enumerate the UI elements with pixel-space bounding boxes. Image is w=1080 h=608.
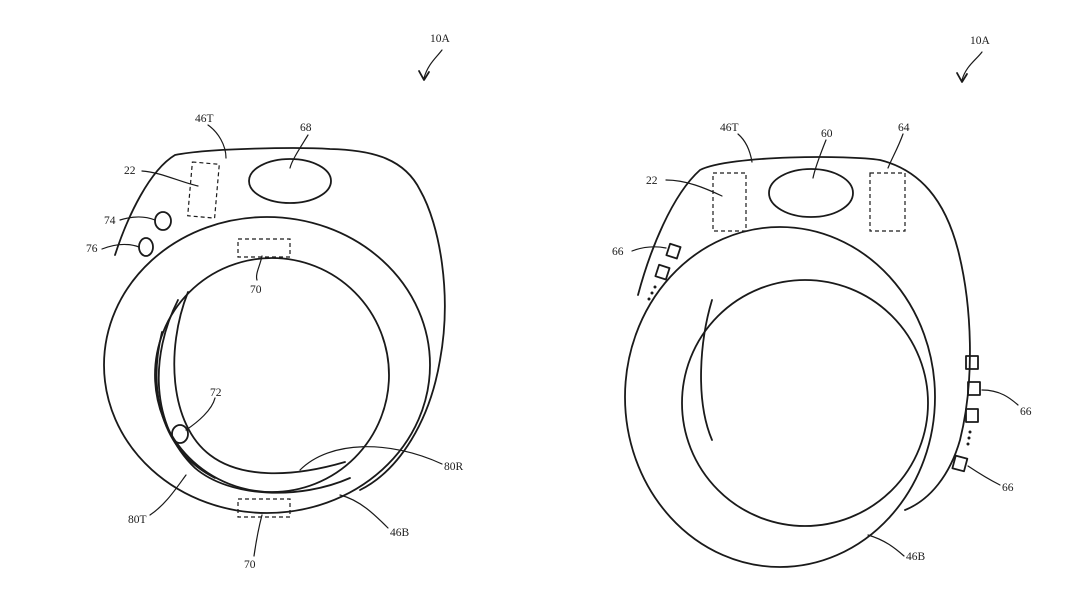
right-ref-arrow-shaft: [961, 51, 983, 81]
right-ref-arrow-head: [956, 72, 968, 83]
label-22-left: 22: [124, 165, 136, 177]
left-button-74: [154, 211, 172, 231]
left-component-22: [187, 161, 220, 219]
label-66-right-upper: 66: [1020, 406, 1032, 418]
leader-80R: [299, 446, 443, 471]
label-68: 68: [300, 122, 312, 134]
label-70-bottom: 70: [244, 559, 256, 571]
right-ref-label: 10A: [970, 35, 991, 47]
leader-76: [101, 243, 140, 250]
right-sensor-60: [768, 168, 854, 218]
right-inner-lip: [700, 299, 713, 441]
leader-46T-left: [207, 124, 227, 159]
leader-70-top: [255, 255, 263, 281]
label-66-left: 66: [612, 246, 624, 258]
right-ring-drawing: 10A: [612, 35, 1032, 568]
right-dot-right-2: [967, 436, 971, 440]
leader-72: [185, 397, 216, 431]
leader-46B-left: [339, 494, 389, 529]
left-sensor-68: [248, 158, 332, 204]
left-sensor-70-bottom: [237, 498, 291, 518]
leader-66-left: [631, 246, 667, 252]
right-ring-outer: [624, 226, 936, 568]
leader-46B-right: [867, 534, 905, 557]
left-ref-label: 10A: [430, 33, 451, 45]
left-inner-lip: [155, 331, 216, 479]
left-ring-outer: [103, 216, 431, 514]
label-60: 60: [821, 128, 833, 140]
left-top-housing-outline: [114, 147, 446, 491]
leader-80T: [149, 474, 187, 516]
right-dot-left-1: [653, 285, 657, 289]
left-element-72: [171, 424, 189, 444]
leader-74: [119, 216, 156, 221]
right-ring-inner-bore: [681, 279, 929, 527]
label-46B-left: 46B: [390, 527, 410, 539]
leader-60: [812, 139, 827, 179]
left-ref-arrow-head: [418, 70, 430, 81]
leader-66-right-upper: [981, 389, 1019, 406]
label-72: 72: [210, 387, 222, 399]
left-inner-edge-80R: [173, 291, 346, 475]
label-46T-right: 46T: [720, 122, 739, 134]
right-dot-right-3: [966, 442, 970, 446]
label-70-top: 70: [250, 284, 262, 296]
right-dot-right-1: [968, 430, 972, 434]
label-46B-right: 46B: [906, 551, 926, 563]
right-component-22: [712, 172, 747, 232]
leader-70-bottom: [253, 514, 263, 557]
right-light-66-left-1: [665, 242, 682, 260]
leader-22-left: [141, 170, 199, 187]
leader-46T-right: [737, 133, 753, 163]
label-80R: 80R: [444, 461, 464, 473]
label-64: 64: [898, 122, 910, 134]
left-inner-edge-80T: [157, 299, 351, 494]
right-dot-left-3: [647, 297, 651, 301]
left-ring-inner-bore: [154, 257, 390, 493]
right-light-66-right-3: [965, 408, 979, 423]
label-80T: 80T: [128, 514, 147, 526]
label-76: 76: [86, 243, 98, 255]
label-66-right-lower: 66: [1002, 482, 1014, 494]
label-22-right: 22: [646, 175, 658, 187]
right-light-66-right-4: [951, 454, 969, 473]
leader-64: [887, 133, 904, 169]
leader-66-right-lower: [967, 465, 1001, 486]
leader-22-right: [665, 179, 723, 197]
right-light-66-right-2: [967, 381, 981, 396]
left-sensor-70-top: [237, 238, 291, 258]
left-ref-arrow-shaft: [423, 49, 443, 79]
right-dot-left-2: [650, 291, 654, 295]
left-ring-drawing: 10A 46T: [86, 33, 464, 571]
right-component-64: [869, 172, 906, 232]
right-top-housing-outline: [637, 156, 971, 511]
right-light-66-right-1: [965, 355, 979, 370]
left-button-76: [138, 237, 154, 257]
label-74: 74: [104, 215, 116, 227]
right-light-66-left-2: [654, 263, 671, 281]
label-46T-left: 46T: [195, 113, 214, 125]
leader-68: [289, 134, 309, 169]
